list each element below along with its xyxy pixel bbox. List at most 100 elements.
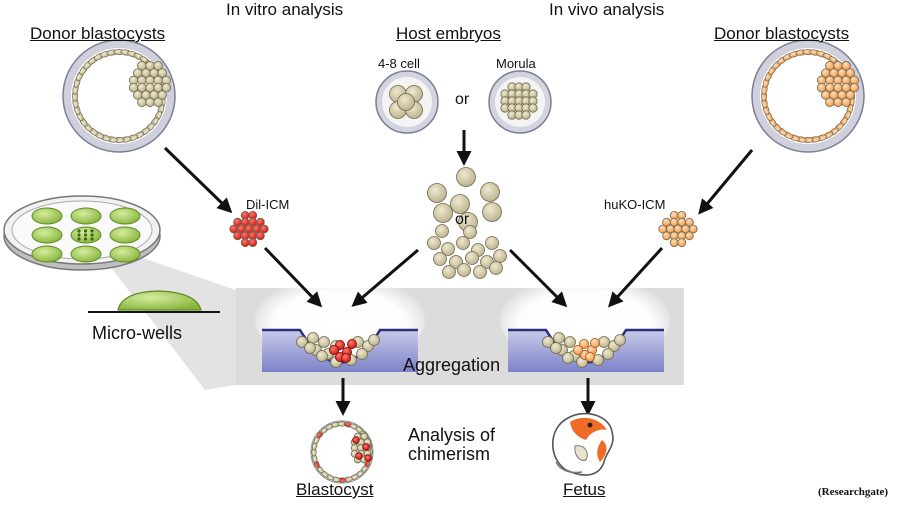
host-embryo-4-8-cell — [375, 70, 439, 134]
labeled-cell — [352, 436, 360, 444]
label-dil-icm: Dil-ICM — [246, 197, 290, 212]
icm-cell — [662, 231, 671, 241]
host-cell — [433, 252, 447, 266]
host-cell — [442, 265, 456, 279]
label-analysis-of-chimerism: Analysis of chimerism — [408, 425, 496, 464]
dish-well — [109, 245, 141, 263]
host-cell — [435, 224, 449, 238]
aggregate-left — [296, 332, 380, 368]
icm-cell — [833, 97, 843, 107]
host-cell — [493, 249, 507, 263]
icm-cell — [161, 82, 172, 93]
heading-donor-left: Donor blastocysts — [30, 24, 166, 43]
host-cell — [368, 334, 380, 346]
arrow-donor-right-to-huko — [698, 149, 754, 215]
icm-cell — [841, 97, 851, 107]
icm-cell — [153, 97, 163, 107]
micro-well-dot — [90, 233, 94, 237]
dish-well — [31, 245, 63, 263]
icm-cell — [360, 432, 369, 441]
host-cell — [564, 336, 576, 348]
huko-cell — [573, 344, 584, 355]
label-huko-icm: huKO-ICM — [604, 197, 666, 212]
icm-cell — [157, 90, 167, 100]
host-cell — [485, 236, 499, 250]
micro-well-dot — [83, 233, 88, 237]
host-cell — [457, 263, 471, 277]
host-cell — [542, 336, 554, 348]
icm-cell — [688, 224, 698, 234]
icm-cell — [841, 61, 851, 71]
host-embryo-morula — [488, 70, 552, 134]
icm-cell — [825, 97, 835, 107]
icm-cell — [145, 97, 155, 107]
donor-blastocyst-left — [62, 39, 176, 153]
dish-well — [70, 207, 102, 225]
petri-dish — [3, 195, 161, 271]
labeled-cell — [362, 443, 370, 451]
dil-cell — [340, 352, 351, 363]
icm-cell — [685, 217, 694, 227]
huko-cell — [590, 337, 601, 348]
morula-cell — [521, 110, 531, 120]
micro-well-dot — [90, 237, 94, 241]
huko-icm-clump — [658, 210, 698, 248]
arrow-host-to-right-well — [508, 248, 568, 308]
host-cell — [450, 194, 470, 214]
host-cell — [318, 336, 330, 348]
icm-cell — [248, 238, 258, 248]
huko-cell — [585, 351, 596, 362]
host-cell — [473, 265, 487, 279]
zoom-beam — [90, 240, 236, 390]
micro-well-dot — [90, 229, 94, 233]
dish-well — [109, 226, 141, 244]
host-cell — [614, 334, 626, 346]
dil-cell — [346, 338, 357, 349]
host-cell — [463, 225, 477, 239]
label-or-mid: or — [455, 211, 470, 228]
icm-cell — [157, 68, 167, 78]
host-cell — [427, 183, 447, 203]
micro-well-dot — [77, 233, 81, 237]
heading-donor-right: Donor blastocysts — [714, 24, 850, 43]
icm-cell — [259, 224, 269, 234]
label-blastocyst: Blastocyst — [296, 480, 374, 499]
icm-cell — [849, 82, 860, 93]
micro-well-dot — [77, 237, 81, 241]
credit-text: (Researchgate) — [818, 486, 889, 498]
icm-cell — [845, 68, 855, 78]
aggregate-right — [542, 332, 626, 368]
label-morula: Morula — [496, 56, 536, 71]
huko-cell — [579, 338, 590, 349]
micro-well-dot — [83, 237, 88, 241]
icm-cell — [233, 231, 243, 241]
icm-cell — [240, 238, 250, 248]
host-cell — [602, 348, 614, 360]
labeled-cell — [364, 454, 372, 462]
icm-cell — [845, 90, 855, 100]
host-cell — [562, 352, 574, 364]
heading-in-vivo: In vivo analysis — [549, 0, 665, 19]
host-cells-small — [427, 224, 507, 279]
heading-in-vitro: In vitro analysis — [226, 0, 344, 19]
label-micro-wells: Micro-wells — [92, 323, 182, 343]
fetus — [552, 412, 614, 476]
dish-well — [70, 245, 102, 263]
morula-cell — [528, 103, 538, 113]
host-cell — [356, 348, 368, 360]
micro-well-dot — [83, 229, 88, 233]
label-or-top: or — [455, 91, 470, 108]
result-blastocyst — [310, 420, 374, 484]
arrows — [163, 130, 754, 416]
label-fetus: Fetus — [563, 480, 606, 499]
host-cell — [456, 236, 470, 250]
icm-cell — [677, 238, 687, 248]
dish-well — [109, 207, 141, 225]
host-cell — [550, 342, 562, 354]
host-cell — [465, 251, 479, 265]
host-cell — [489, 261, 503, 275]
label-4-8-cell: 4-8 cell — [378, 56, 420, 71]
host-cell — [433, 203, 453, 223]
host-cell — [307, 332, 319, 344]
